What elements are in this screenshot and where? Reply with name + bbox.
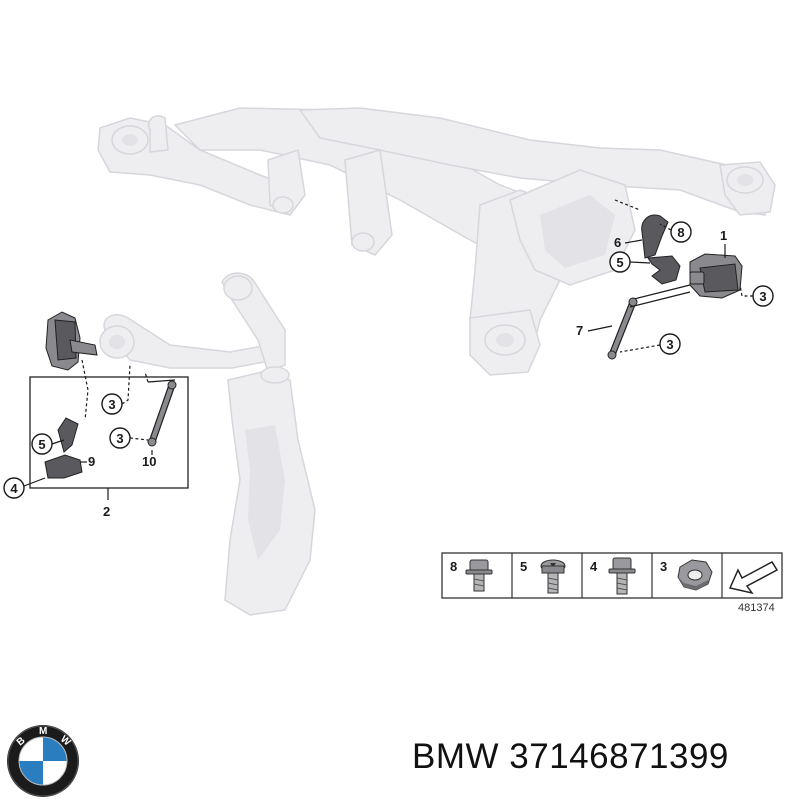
legend-num-3: 3	[660, 559, 667, 574]
rear-subframe-ghost	[97, 107, 776, 376]
bracket-5-right	[647, 255, 681, 285]
callout-3-right-top: 3	[759, 289, 766, 304]
callout-3-left-top: 3	[108, 397, 115, 412]
direction-arrow-icon	[728, 561, 779, 595]
subassembly-frame	[29, 376, 189, 500]
callout-10: 10	[142, 454, 156, 469]
link-rod-10	[147, 379, 177, 447]
callout-6: 6	[614, 235, 621, 250]
legend-num-8: 8	[450, 559, 457, 574]
callout-3-right-bottom-circle	[659, 333, 681, 355]
callout-3-left-bottom: 3	[116, 431, 123, 446]
callout-8-circle	[670, 221, 692, 243]
link-rod-7	[607, 284, 691, 360]
legend-num-5: 5	[520, 559, 527, 574]
part-caption: BMW 37146871399	[412, 737, 729, 777]
brand-name: BMW	[412, 737, 500, 776]
callout-2: 2	[103, 504, 110, 519]
bracket-6-right	[641, 214, 669, 259]
hex-nut-icon	[677, 559, 713, 591]
callouts: 1 8 6 5 3 7 3 3 3 5	[3, 199, 774, 519]
callout-4: 4	[10, 481, 18, 496]
legend-num-4: 4	[590, 559, 598, 574]
fastener-legend: 8 5 4 3	[441, 552, 783, 614]
control-arm-ghost	[99, 272, 316, 616]
height-sensor-right	[689, 253, 743, 299]
torx-screw-icon	[540, 559, 566, 594]
callout-4-circle	[3, 477, 25, 499]
height-sensor-left	[45, 311, 98, 371]
callout-3-right-bottom: 3	[666, 337, 673, 352]
callout-5-right: 5	[616, 255, 623, 270]
reference-number: 481374	[738, 602, 775, 614]
callout-1: 1	[720, 228, 727, 243]
callout-7: 7	[576, 323, 583, 338]
callout-8: 8	[677, 225, 684, 240]
hex-bolt-icon	[608, 557, 636, 595]
bracket-9-left	[44, 417, 83, 479]
svg-text:M: M	[39, 726, 47, 737]
part-number: 37146871399	[509, 737, 729, 776]
callout-5-left: 5	[38, 437, 45, 452]
flange-bolt-icon	[465, 559, 493, 592]
callout-9: 9	[88, 454, 95, 469]
bmw-logo-icon: B M W	[7, 725, 79, 797]
